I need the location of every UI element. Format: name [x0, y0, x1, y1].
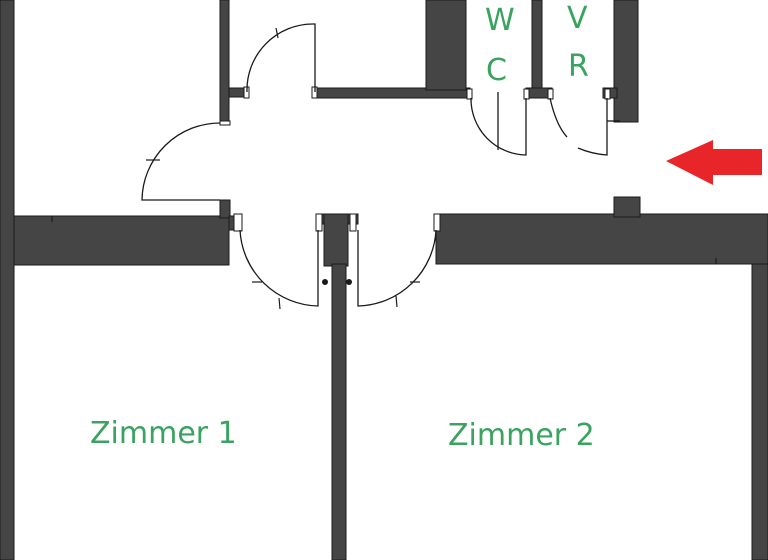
room-label-zimmer-2: Zimmer 2 — [448, 418, 595, 453]
door-swing-wc — [470, 97, 527, 156]
wall-wc-vr-divider — [531, 0, 543, 93]
room-label-zimmer-1: Zimmer 1 — [90, 416, 237, 451]
room-label-wc-line1: W — [485, 3, 515, 38]
door-swing-zimmer1 — [239, 229, 319, 307]
wall-horizontal-left — [13, 215, 230, 266]
wall-upper-left-room-right — [219, 0, 230, 123]
wall-vr-right — [613, 0, 639, 123]
door-swing-vr — [549, 97, 568, 138]
swing-ticks — [51, 27, 717, 310]
wall-center-block — [323, 213, 349, 267]
door-swings — [141, 23, 620, 307]
wall-center-divider — [331, 263, 347, 560]
door-swing-zimmer2 — [357, 229, 437, 307]
hinges — [322, 279, 352, 285]
door-swing-left-room — [141, 122, 221, 201]
wall-left-exterior — [0, 0, 15, 560]
door-swing-upper-room — [246, 23, 316, 93]
room-label-wc-line2: C — [486, 53, 507, 88]
door-jambs — [219, 86, 611, 232]
entrance-arrow-icon — [666, 140, 762, 185]
wall-horizontal-right — [435, 213, 768, 265]
wall-right-exterior — [751, 263, 768, 560]
room-label-vr-line1: V — [567, 1, 588, 36]
room-label-vr-line2: R — [568, 49, 589, 84]
wall-wc-left — [425, 0, 467, 91]
wall-stub-door-left — [219, 199, 231, 219]
wall-entry-stub — [613, 196, 641, 218]
